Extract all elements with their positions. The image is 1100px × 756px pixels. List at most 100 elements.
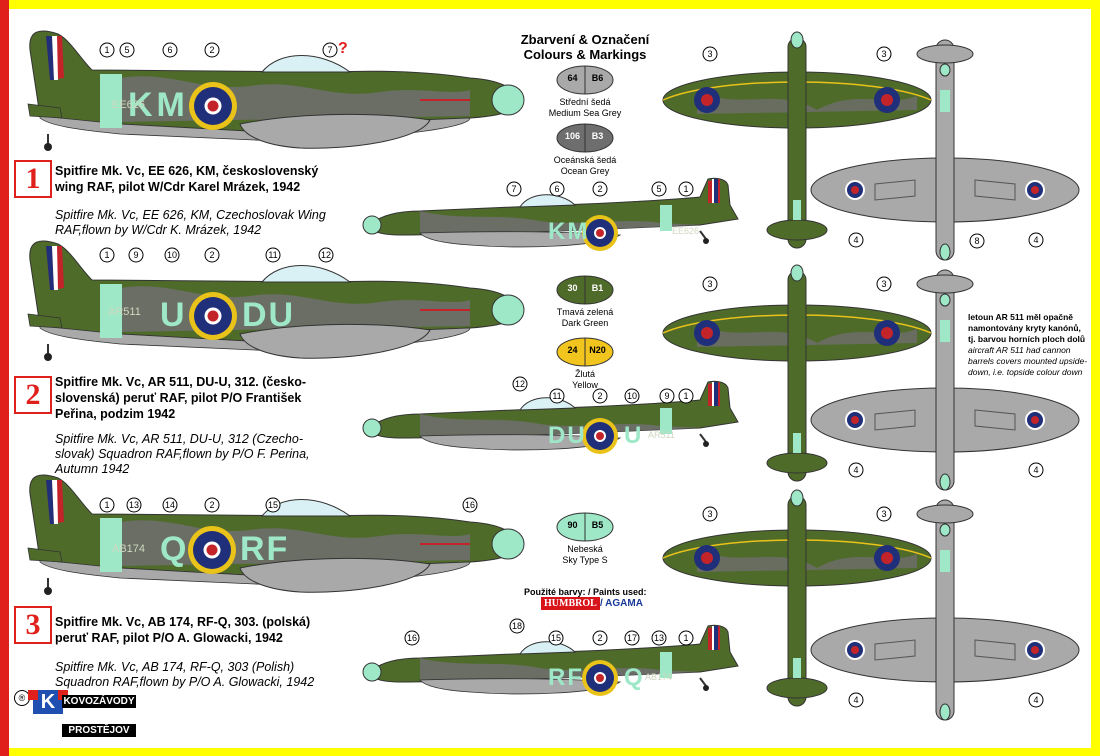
question-mark: ? xyxy=(338,40,348,57)
caption-1-cz-line1: Spitfire Mk. Vc, EE 626, KM, českosloven… xyxy=(55,164,319,178)
callout-label-plan_top-0: 3 xyxy=(707,49,712,59)
swatch-name-cz-5: Nebeská xyxy=(567,544,603,554)
callout-label-v1_right-2: 2 xyxy=(597,184,602,194)
callout-plan_bottom-2 xyxy=(1028,232,1044,248)
callout-v1_left-0 xyxy=(99,42,115,58)
s2-code-left: DU xyxy=(548,422,587,449)
caption-1-en-line2: RAF,flown by W/Cdr K. Mrázek, 1942 xyxy=(55,223,262,237)
callout-v2_left-5 xyxy=(318,247,334,263)
s3-code-right: Q xyxy=(624,664,643,691)
callout-plan_bottom-4 xyxy=(1028,462,1044,478)
plan-bottom-2 xyxy=(811,270,1079,490)
callout-v2_left-0 xyxy=(99,247,115,263)
callout-v3_right-0 xyxy=(404,630,420,646)
callout-label-v1_left-3: 2 xyxy=(209,45,214,55)
v2-code-right: DU xyxy=(242,296,296,334)
v3-starboard-profile xyxy=(362,624,739,696)
callout-label-v1_left-0: 1 xyxy=(104,45,109,55)
swatch-code-3a: 30 xyxy=(567,283,578,293)
v2-starboard-profile xyxy=(362,380,739,454)
swatch-code-5b: B5 xyxy=(591,520,604,530)
callout-label-plan_top-2: 3 xyxy=(707,279,712,289)
callout-v3_right-3 xyxy=(592,630,608,646)
v1-serial: EE626 xyxy=(112,99,146,111)
swatch-name-en-1: Medium Sea Grey xyxy=(548,108,622,118)
callout-v1_left-3 xyxy=(204,42,220,58)
callout-v1_left-4 xyxy=(322,42,338,58)
caption-2-en-line2: slovak) Squadron RAF,flown by P/O F. Per… xyxy=(55,447,310,461)
callout-label-v1_left-2: 6 xyxy=(167,45,172,55)
border-bottom xyxy=(0,748,1100,756)
callout-label-v3_right-3: 2 xyxy=(597,633,602,643)
callout-label-v3_right-1: 18 xyxy=(512,621,522,631)
swatch-name-cz-3: Tmavá zelená xyxy=(556,307,614,317)
v1-code: KM xyxy=(128,86,189,124)
callout-plan_top-1 xyxy=(876,46,892,62)
note-cz-3: tj. barvou horních ploch dolů xyxy=(968,334,1086,344)
callout-label-v3_left-2: 14 xyxy=(165,500,175,510)
callout-label-v3_right-2: 15 xyxy=(551,633,561,643)
callout-v2_right-2 xyxy=(592,388,608,404)
caption-2-cz-line1: Spitfire Mk. Vc, AR 511, DU-U, 312. (čes… xyxy=(55,375,307,389)
callout-label-plan_bottom-5: 4 xyxy=(853,695,858,705)
callout-v3_left-0 xyxy=(99,497,115,513)
swatch-code-5a: 90 xyxy=(567,520,578,530)
callout-v3_right-4 xyxy=(624,630,640,646)
swatch-code-2b: B3 xyxy=(591,131,604,141)
callout-plan_top-4 xyxy=(702,506,718,522)
swatch-name-en-3: Dark Green xyxy=(561,318,609,328)
border-top xyxy=(0,0,1100,9)
swatch-code-3b: B1 xyxy=(591,283,604,293)
callout-v3_left-4 xyxy=(265,497,281,513)
v2-serial: AR511 xyxy=(108,306,141,318)
callout-label-v2_right-3: 10 xyxy=(627,391,637,401)
callout-v3_right-2 xyxy=(548,630,564,646)
callout-v1_left-1 xyxy=(119,42,135,58)
swatch-code-4b: N20 xyxy=(589,345,606,355)
callout-v3_right-6 xyxy=(678,630,694,646)
swatch-90 xyxy=(556,512,614,542)
agama-logo: / AGAMA xyxy=(600,598,643,609)
variant-number-3: 3 xyxy=(14,606,52,644)
swatch-64 xyxy=(556,65,614,95)
callout-label-plan_top-5: 3 xyxy=(881,509,886,519)
callout-plan_top-5 xyxy=(876,506,892,522)
callout-v3_left-5 xyxy=(462,497,478,513)
callout-label-v1_right-1: 6 xyxy=(554,184,559,194)
callout-label-v2_right-4: 9 xyxy=(664,391,669,401)
border-left xyxy=(0,0,9,756)
callout-label-v3_right-6: 1 xyxy=(683,633,688,643)
caption-3-en-line1: Spitfire Mk. Vc, AB 174, RF-Q, 303 (Poli… xyxy=(55,660,295,674)
callout-v2_left-4 xyxy=(265,247,281,263)
callout-label-v3_left-1: 13 xyxy=(129,500,139,510)
s1-code: KM xyxy=(548,218,590,245)
callout-label-v3_right-5: 13 xyxy=(654,633,664,643)
callout-label-v2_left-4: 11 xyxy=(268,250,277,260)
v1-starboard-profile xyxy=(362,177,739,251)
caption-1-en-line1: Spitfire Mk. Vc, EE 626, KM, Czechoslova… xyxy=(55,208,326,222)
callout-label-v1_right-3: 5 xyxy=(656,184,661,194)
callout-v2_left-3 xyxy=(204,247,220,263)
callout-v2_right-4 xyxy=(659,388,675,404)
swatch-name-en-5: Sky Type S xyxy=(562,555,608,565)
callout-v1_right-0 xyxy=(506,181,522,197)
callout-v2_right-1 xyxy=(549,388,565,404)
humbrol-logo: HUMBROL xyxy=(541,597,600,610)
callout-label-v2_left-5: 12 xyxy=(321,250,331,260)
callout-plan_top-0 xyxy=(702,46,718,62)
note-cz-2: namontovány kryty kanónů, xyxy=(968,323,1081,333)
swatch-name-cz-4: Žlutá xyxy=(574,369,595,379)
v3-serial: AB174 xyxy=(112,543,146,555)
callout-v3_right-1 xyxy=(509,618,525,634)
callout-label-v1_right-4: 1 xyxy=(683,184,688,194)
v2-code-left: U xyxy=(160,296,185,334)
swatch-name-en-2: Ocean Grey xyxy=(560,166,610,176)
border-right xyxy=(1091,0,1100,756)
caption-3-en-line2: Squadron RAF,flown by P/O A. Glowacki, 1… xyxy=(55,675,315,689)
callout-label-plan_top-4: 3 xyxy=(707,509,712,519)
swatch-106 xyxy=(556,123,614,153)
plan-bottom-1 xyxy=(811,40,1079,260)
callout-label-v1_left-4: 7 xyxy=(327,45,332,55)
callout-label-v3_left-0: 1 xyxy=(104,500,109,510)
callout-v2_right-5 xyxy=(678,388,694,404)
